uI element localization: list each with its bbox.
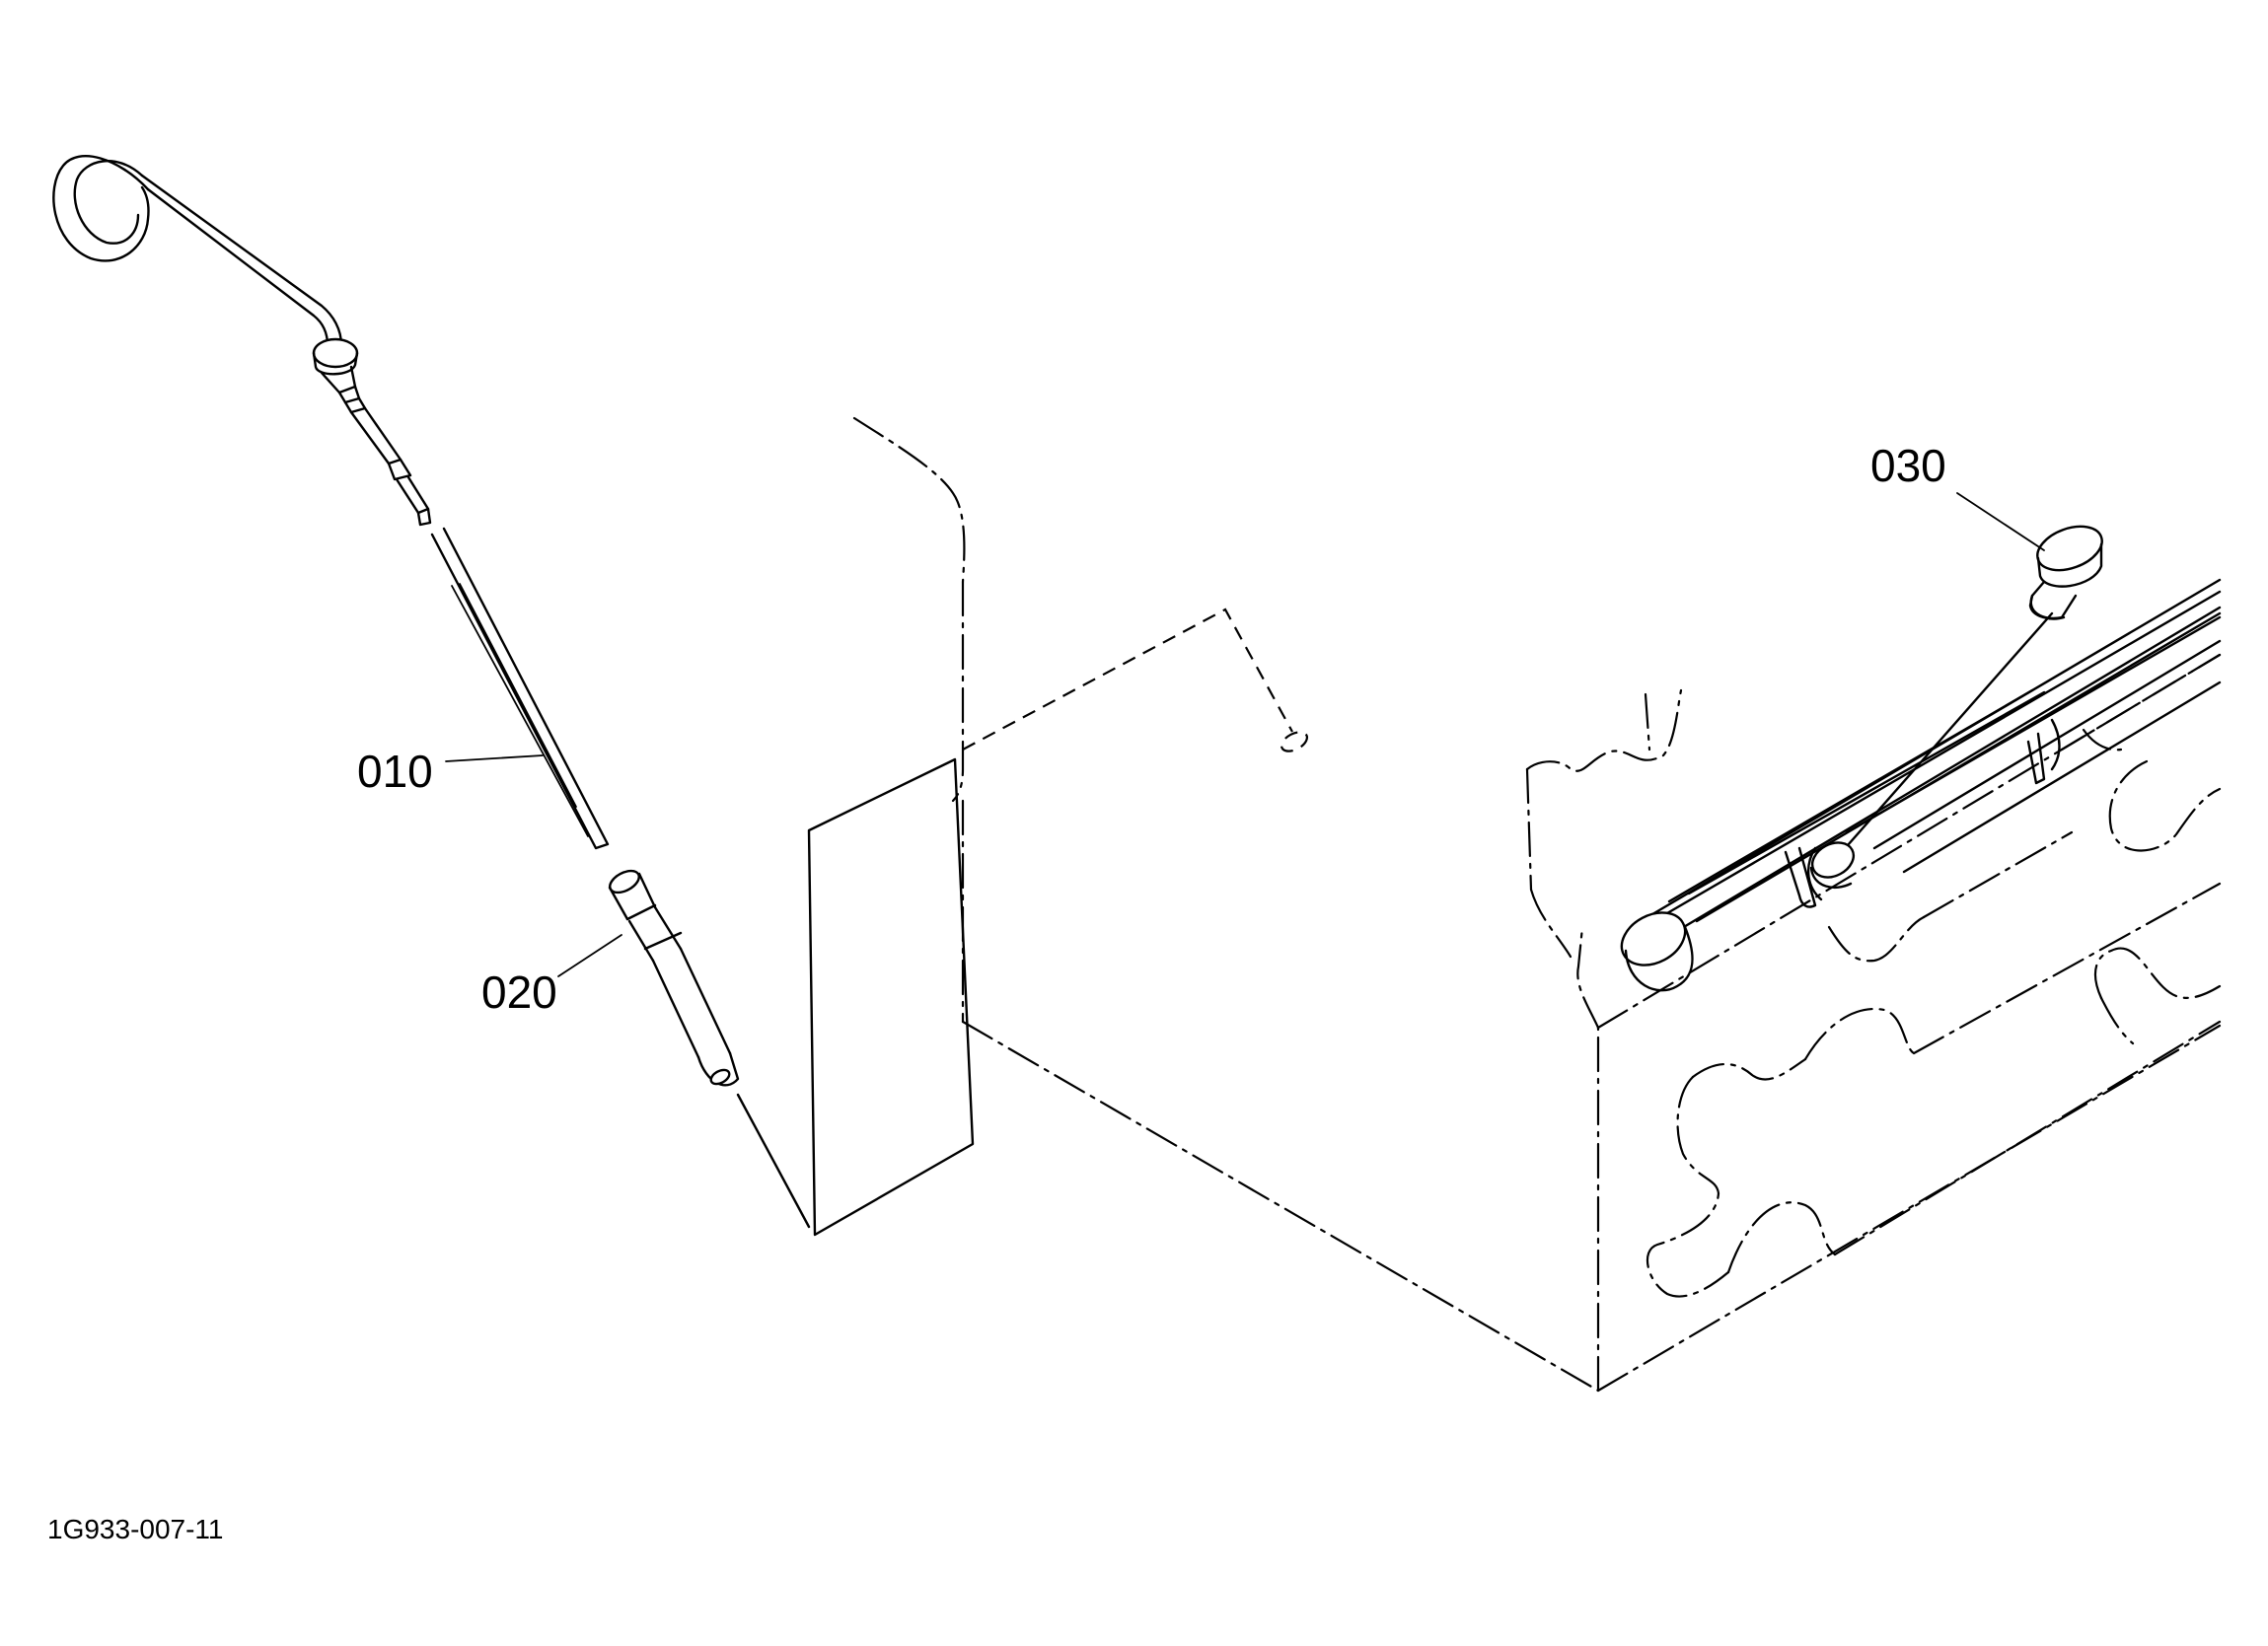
engine-block-phantom <box>852 416 2222 1393</box>
leader-010 <box>445 754 544 762</box>
drawing-id: 1G933-007-11 <box>47 1514 224 1544</box>
head-cover <box>1620 578 2222 992</box>
hidden-insertion-path <box>962 608 1293 751</box>
filler-plug-030[interactable] <box>1806 519 2108 889</box>
leader-030 <box>1956 492 2045 551</box>
section-plane <box>807 757 975 1237</box>
dipstick-010[interactable] <box>52 155 610 850</box>
callout-020[interactable]: 020 <box>481 966 557 1018</box>
callout-010[interactable]: 010 <box>357 746 433 797</box>
hidden-hole <box>1280 731 1309 752</box>
guide-020[interactable] <box>607 867 811 1229</box>
callout-030[interactable]: 030 <box>1870 440 1946 491</box>
leader-020 <box>557 934 622 977</box>
